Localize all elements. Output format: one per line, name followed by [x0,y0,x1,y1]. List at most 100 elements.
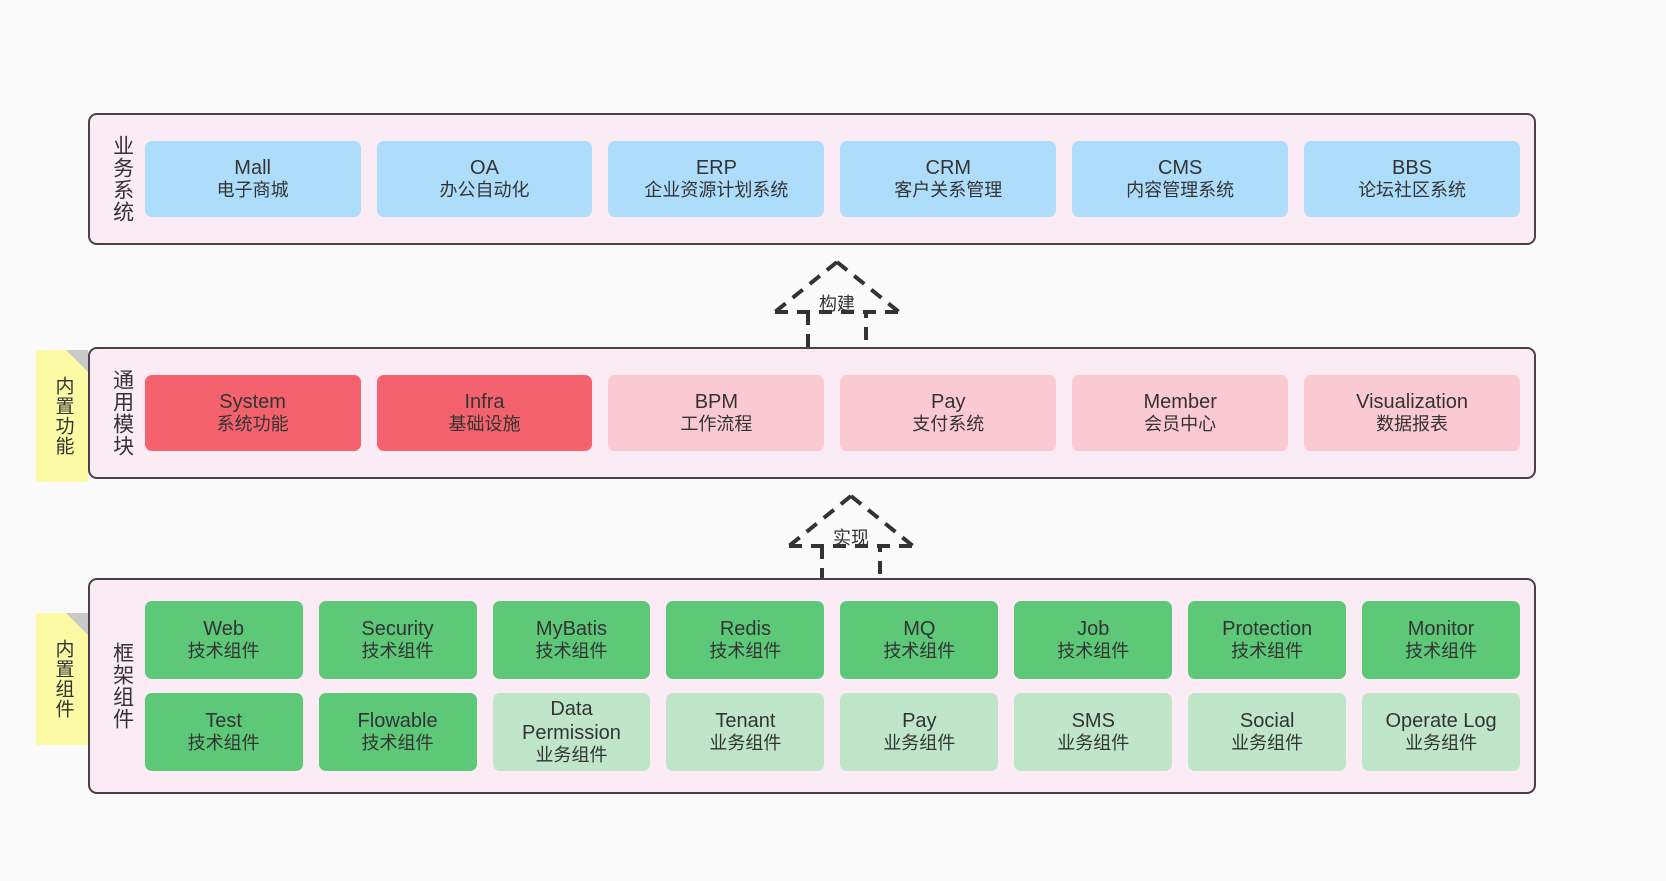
box-job[interactable]: Job 技术组件 [1014,601,1173,679]
box-security[interactable]: Security 技术组件 [318,601,477,679]
box-subtitle: 业务组件 [1057,733,1130,754]
box-title: CRM [925,156,972,179]
box-title: Pay [902,709,937,732]
box-mall[interactable]: Mall 电子商城 [144,141,361,217]
box-title: MQ [903,617,936,640]
box-row: Mall 电子商城 OA 办公自动化 ERP 企业资源计划系统 CRM 客户关系… [144,141,1521,217]
box-infra[interactable]: Infra 基础设施 [376,375,593,451]
box-title: Visualization [1356,390,1469,413]
box-oa[interactable]: OA 办公自动化 [376,141,593,217]
box-tenant[interactable]: Tenant 业务组件 [666,693,825,771]
box-data-permission[interactable]: Data Permission 业务组件 [492,693,651,771]
box-crm[interactable]: CRM 客户关系管理 [840,141,1057,217]
box-bbs[interactable]: BBS 论坛社区系统 [1304,141,1521,217]
box-sms[interactable]: SMS 业务组件 [1014,693,1173,771]
box-subtitle: 业务组件 [1405,733,1478,754]
layer-business-systems: 业务系统 Mall 电子商城 OA 办公自动化 ERP 企业资源计划系统 CRM… [88,113,1536,245]
box-title: Flowable [357,709,438,732]
box-subtitle: 业务组件 [1231,733,1304,754]
box-title: Member [1143,390,1217,413]
box-pay-component[interactable]: Pay 业务组件 [840,693,999,771]
box-title: Web [203,617,245,640]
box-title: Monitor [1407,617,1475,640]
box-title: ERP [695,156,737,179]
box-title: Social [1239,709,1295,732]
connector-build: 构建 [762,256,912,354]
box-subtitle: 技术组件 [1057,641,1130,662]
box-subtitle: 企业资源计划系统 [644,180,789,201]
box-title: MyBatis [535,617,608,640]
layer-rows-framework-components: Web 技术组件 Security 技术组件 MyBatis 技术组件 Redi… [144,601,1521,771]
connector-label-implement: 实现 [833,528,869,548]
box-title: Tenant [715,709,776,732]
layer-label-common-modules: 通用模块 [110,369,134,457]
box-subtitle: 技术组件 [187,641,260,662]
box-title: Security [361,617,434,640]
box-mybatis[interactable]: MyBatis 技术组件 [492,601,651,679]
box-member[interactable]: Member 会员中心 [1072,375,1289,451]
box-subtitle: 业务组件 [709,733,782,754]
box-test[interactable]: Test 技术组件 [144,693,303,771]
box-subtitle: 办公自动化 [439,180,530,201]
connector-implement: 实现 [776,490,926,588]
layer-framework-components: 框架组件 Web 技术组件 Security 技术组件 MyBatis 技术组件… [88,578,1536,794]
box-title: CMS [1157,156,1203,179]
box-web[interactable]: Web 技术组件 [144,601,303,679]
box-title: OA [470,156,499,179]
box-social[interactable]: Social 业务组件 [1188,693,1347,771]
box-title: BBS [1392,156,1433,179]
box-subtitle: 技术组件 [883,641,956,662]
box-flowable[interactable]: Flowable 技术组件 [318,693,477,771]
box-subtitle: 内容管理系统 [1126,180,1235,201]
box-subtitle: 技术组件 [361,641,434,662]
box-subtitle: 电子商城 [216,180,289,201]
layer-label-framework-components: 框架组件 [110,642,134,730]
box-subtitle: 业务组件 [883,733,956,754]
box-subtitle: 技术组件 [709,641,782,662]
box-row: Test 技术组件 Flowable 技术组件 Data Permission … [144,693,1521,771]
box-monitor[interactable]: Monitor 技术组件 [1362,601,1521,679]
box-title: BPM [694,390,739,413]
note-text: 内置功能 [52,376,74,456]
box-subtitle: 数据报表 [1376,414,1449,435]
box-protection[interactable]: Protection 技术组件 [1188,601,1347,679]
note-fold-icon [66,613,88,635]
layer-rows-common-modules: System 系统功能 Infra 基础设施 BPM 工作流程 Pay 支付系统… [144,375,1521,451]
note-text: 内置组件 [52,639,74,719]
box-title: Protection [1222,617,1313,640]
box-title: Redis [719,617,771,640]
box-row: System 系统功能 Infra 基础设施 BPM 工作流程 Pay 支付系统… [144,375,1521,451]
box-system[interactable]: System 系统功能 [144,375,361,451]
box-cms[interactable]: CMS 内容管理系统 [1072,141,1289,217]
box-subtitle: 客户关系管理 [894,180,1003,201]
box-pay[interactable]: Pay 支付系统 [840,375,1057,451]
box-title: Job [1077,617,1110,640]
layer-label-business-systems: 业务系统 [110,135,134,223]
connector-label-build: 构建 [819,294,855,314]
box-redis[interactable]: Redis 技术组件 [666,601,825,679]
box-bpm[interactable]: BPM 工作流程 [608,375,825,451]
note-builtin-features: 内置功能 [36,350,88,482]
box-visualization[interactable]: Visualization 数据报表 [1304,375,1521,451]
box-title: SMS [1071,709,1115,732]
box-title: Data Permission [522,697,621,745]
box-row: Web 技术组件 Security 技术组件 MyBatis 技术组件 Redi… [144,601,1521,679]
box-subtitle: 支付系统 [912,414,985,435]
box-mq[interactable]: MQ 技术组件 [840,601,999,679]
box-subtitle: 论坛社区系统 [1358,180,1467,201]
box-subtitle: 业务组件 [535,745,608,766]
box-erp[interactable]: ERP 企业资源计划系统 [608,141,825,217]
note-fold-icon [66,350,88,372]
box-title: Pay [931,390,966,413]
box-subtitle: 基础设施 [448,414,521,435]
box-title: Infra [464,390,505,413]
layer-common-modules: 通用模块 System 系统功能 Infra 基础设施 BPM 工作流程 Pay… [88,347,1536,479]
box-subtitle: 工作流程 [680,414,753,435]
box-title: Test [205,709,242,732]
box-title: Operate Log [1385,709,1497,732]
box-subtitle: 技术组件 [1405,641,1478,662]
box-operate-log[interactable]: Operate Log 业务组件 [1362,693,1521,771]
box-subtitle: 技术组件 [187,733,260,754]
box-subtitle: 技术组件 [535,641,608,662]
box-title: Mall [234,156,271,179]
